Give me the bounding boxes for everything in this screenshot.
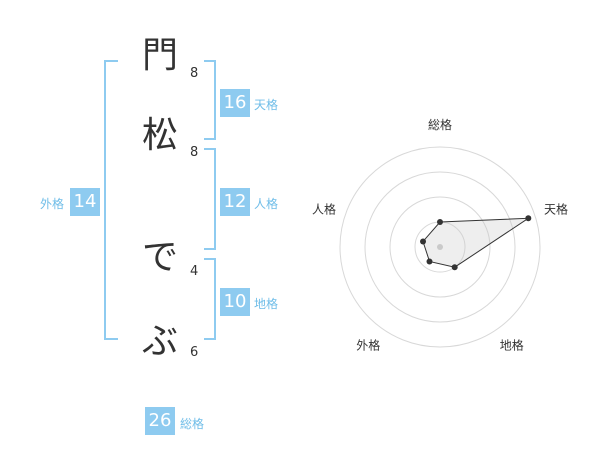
name-char-4: ぶ bbox=[141, 321, 178, 362]
radar-axis-label-4: 外格 bbox=[356, 338, 380, 353]
soukaku-label: 総格 bbox=[180, 417, 205, 431]
radar-center-dot bbox=[437, 244, 443, 250]
tenkaku-bracket-top bbox=[204, 60, 216, 62]
name-char-1: 門 bbox=[141, 35, 178, 76]
jinkaku-bracket-bottom bbox=[204, 248, 216, 250]
radar-axis-label-5: 人格 bbox=[312, 201, 336, 216]
jinkaku-label: 人格 bbox=[254, 197, 279, 211]
gaikaku-bracket-top bbox=[104, 60, 118, 62]
stroke-count-3: 4 bbox=[190, 264, 199, 279]
jinkaku-bracket-top bbox=[204, 148, 216, 150]
gaikaku-label: 外格 bbox=[40, 197, 65, 211]
radar-point-4 bbox=[426, 258, 433, 265]
radar-point-3 bbox=[451, 264, 458, 271]
radar-point-5 bbox=[420, 238, 427, 245]
chikaku-bracket-vertical bbox=[214, 258, 216, 340]
chikaku-value: 10 bbox=[220, 288, 250, 316]
radar-axis-label-1: 総格 bbox=[428, 117, 452, 132]
gaikaku-bracket-bottom bbox=[104, 338, 118, 340]
radar-polygon bbox=[422, 217, 531, 268]
name-char-2: 松 bbox=[141, 115, 178, 156]
radar-point-1 bbox=[437, 219, 443, 225]
chikaku-bracket-bottom bbox=[204, 338, 216, 340]
stroke-count-4: 6 bbox=[190, 345, 199, 360]
radar-ring-3 bbox=[364, 171, 516, 323]
name-char-3: で bbox=[141, 237, 178, 278]
gaikaku-value: 14 bbox=[70, 188, 100, 216]
jinkaku-bracket-vertical bbox=[214, 148, 216, 250]
soukaku-value: 26 bbox=[145, 407, 175, 435]
radar-point-2 bbox=[525, 215, 532, 222]
radar-axis-label-3: 地格 bbox=[500, 338, 524, 353]
stroke-count-2: 8 bbox=[190, 145, 199, 160]
tenkaku-bracket-vertical bbox=[214, 60, 216, 140]
radar-axis-label-2: 天格 bbox=[544, 201, 568, 216]
gaikaku-bracket-vertical bbox=[104, 60, 106, 340]
radar-ring-2 bbox=[389, 196, 491, 298]
chikaku-label: 地格 bbox=[254, 297, 279, 311]
tenkaku-label: 天格 bbox=[254, 98, 279, 112]
stroke-count-1: 8 bbox=[190, 66, 199, 81]
radar-ring-4 bbox=[339, 146, 541, 348]
chikaku-bracket-top bbox=[204, 258, 216, 260]
tenkaku-value: 16 bbox=[220, 89, 250, 117]
jinkaku-value: 12 bbox=[220, 188, 250, 216]
tenkaku-bracket-bottom bbox=[204, 138, 216, 140]
